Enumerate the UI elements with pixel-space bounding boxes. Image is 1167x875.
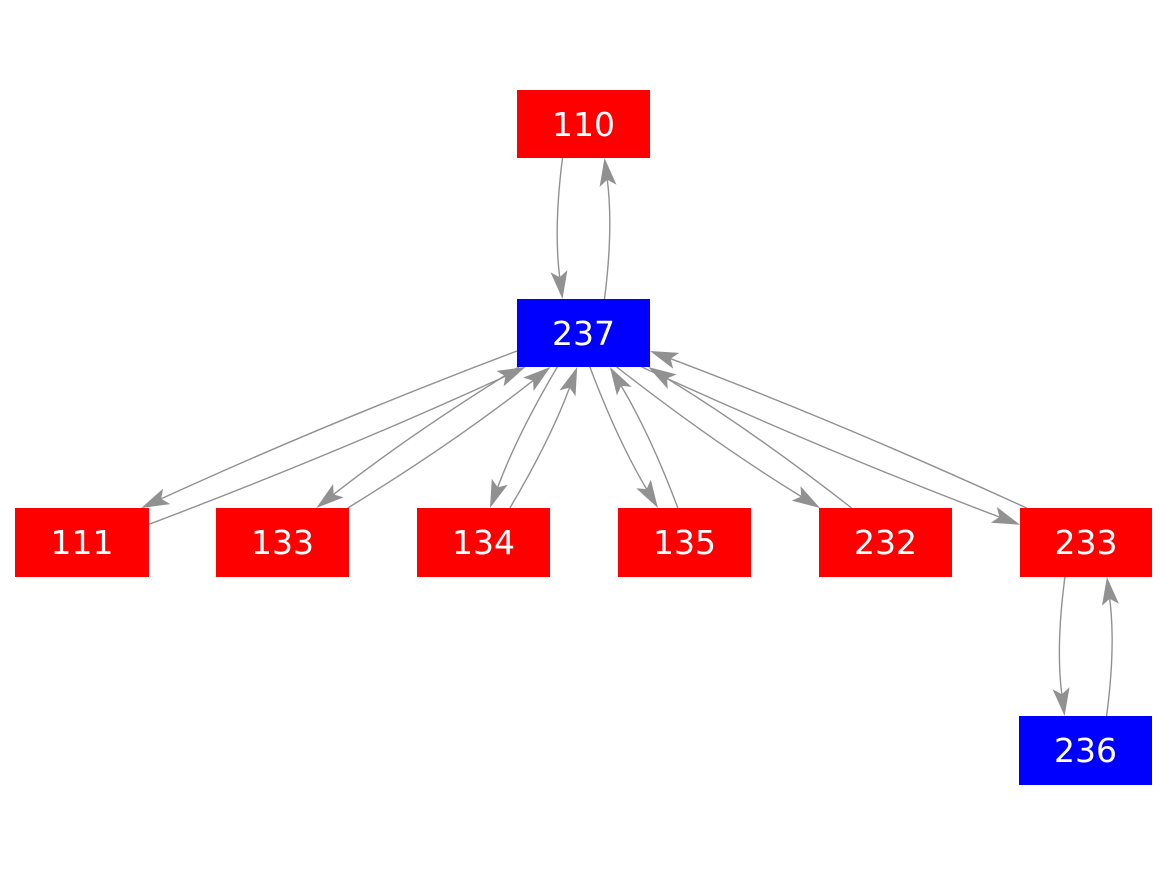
edge-233-to-236-arrowhead [1052,687,1070,716]
edge-233-to-237-line [670,358,1027,509]
edge-233-to-237-arrowhead [650,351,680,369]
edge-232-to-237-arrowhead [648,367,677,389]
edge-237-to-233-line [641,366,1000,518]
edge-237-to-110-arrowhead [599,158,617,187]
node-232-label: 232 [854,523,917,562]
edge-110-to-237-line [556,157,564,278]
node-135-label: 135 [653,523,716,562]
node-135: 135 [618,508,751,577]
edge-237-to-134-line [497,366,558,488]
node-233-label: 233 [1054,523,1118,562]
node-110: 110 [517,90,650,158]
node-133: 133 [216,508,349,577]
edge-110-to-237-arrowhead [550,270,568,299]
edge-133-to-237-arrowhead [523,367,551,391]
node-111: 111 [15,508,149,577]
edge-237-to-111-line [160,350,518,500]
node-237-label: 237 [552,313,615,353]
edge-237-to-135-line [589,366,648,490]
node-233: 233 [1020,508,1152,577]
edge-232-to-237-line [666,377,853,509]
edge-133-to-237-line [347,380,534,509]
edge-237-to-135-arrowhead [636,479,658,508]
edge-236-to-233-line [1105,598,1113,717]
edge-135-to-237-arrowhead [609,367,632,396]
edge-237-to-134-arrowhead [490,478,508,508]
edge-134-to-237-arrowhead [559,367,578,397]
edge-134-to-237-line [509,387,571,509]
node-133-label: 133 [251,523,314,562]
edge-111-to-237-arrowhead [496,367,526,387]
edge-237-to-232-arrowhead [791,486,820,508]
edge-237-to-111-arrowhead [141,488,171,508]
node-236: 236 [1019,716,1152,785]
node-111-label: 111 [50,523,114,562]
edge-236-to-233-arrowhead [1102,577,1119,606]
edge-237-to-233-arrowhead [990,506,1020,525]
edge-237-to-232-line [616,366,802,498]
edge-237-to-110-line [603,179,611,300]
edge-111-to-237-line [148,375,506,525]
edge-237-to-133-line [333,366,520,495]
node-110-label: 110 [552,104,615,144]
node-134: 134 [417,508,550,577]
edge-135-to-237-line [620,385,679,509]
node-236-label: 236 [1054,731,1117,770]
node-237: 237 [517,299,650,367]
node-134-label: 134 [452,523,515,562]
edge-233-to-236-line [1058,576,1066,695]
edge-237-to-133-arrowhead [316,484,344,508]
node-232: 232 [819,508,952,577]
